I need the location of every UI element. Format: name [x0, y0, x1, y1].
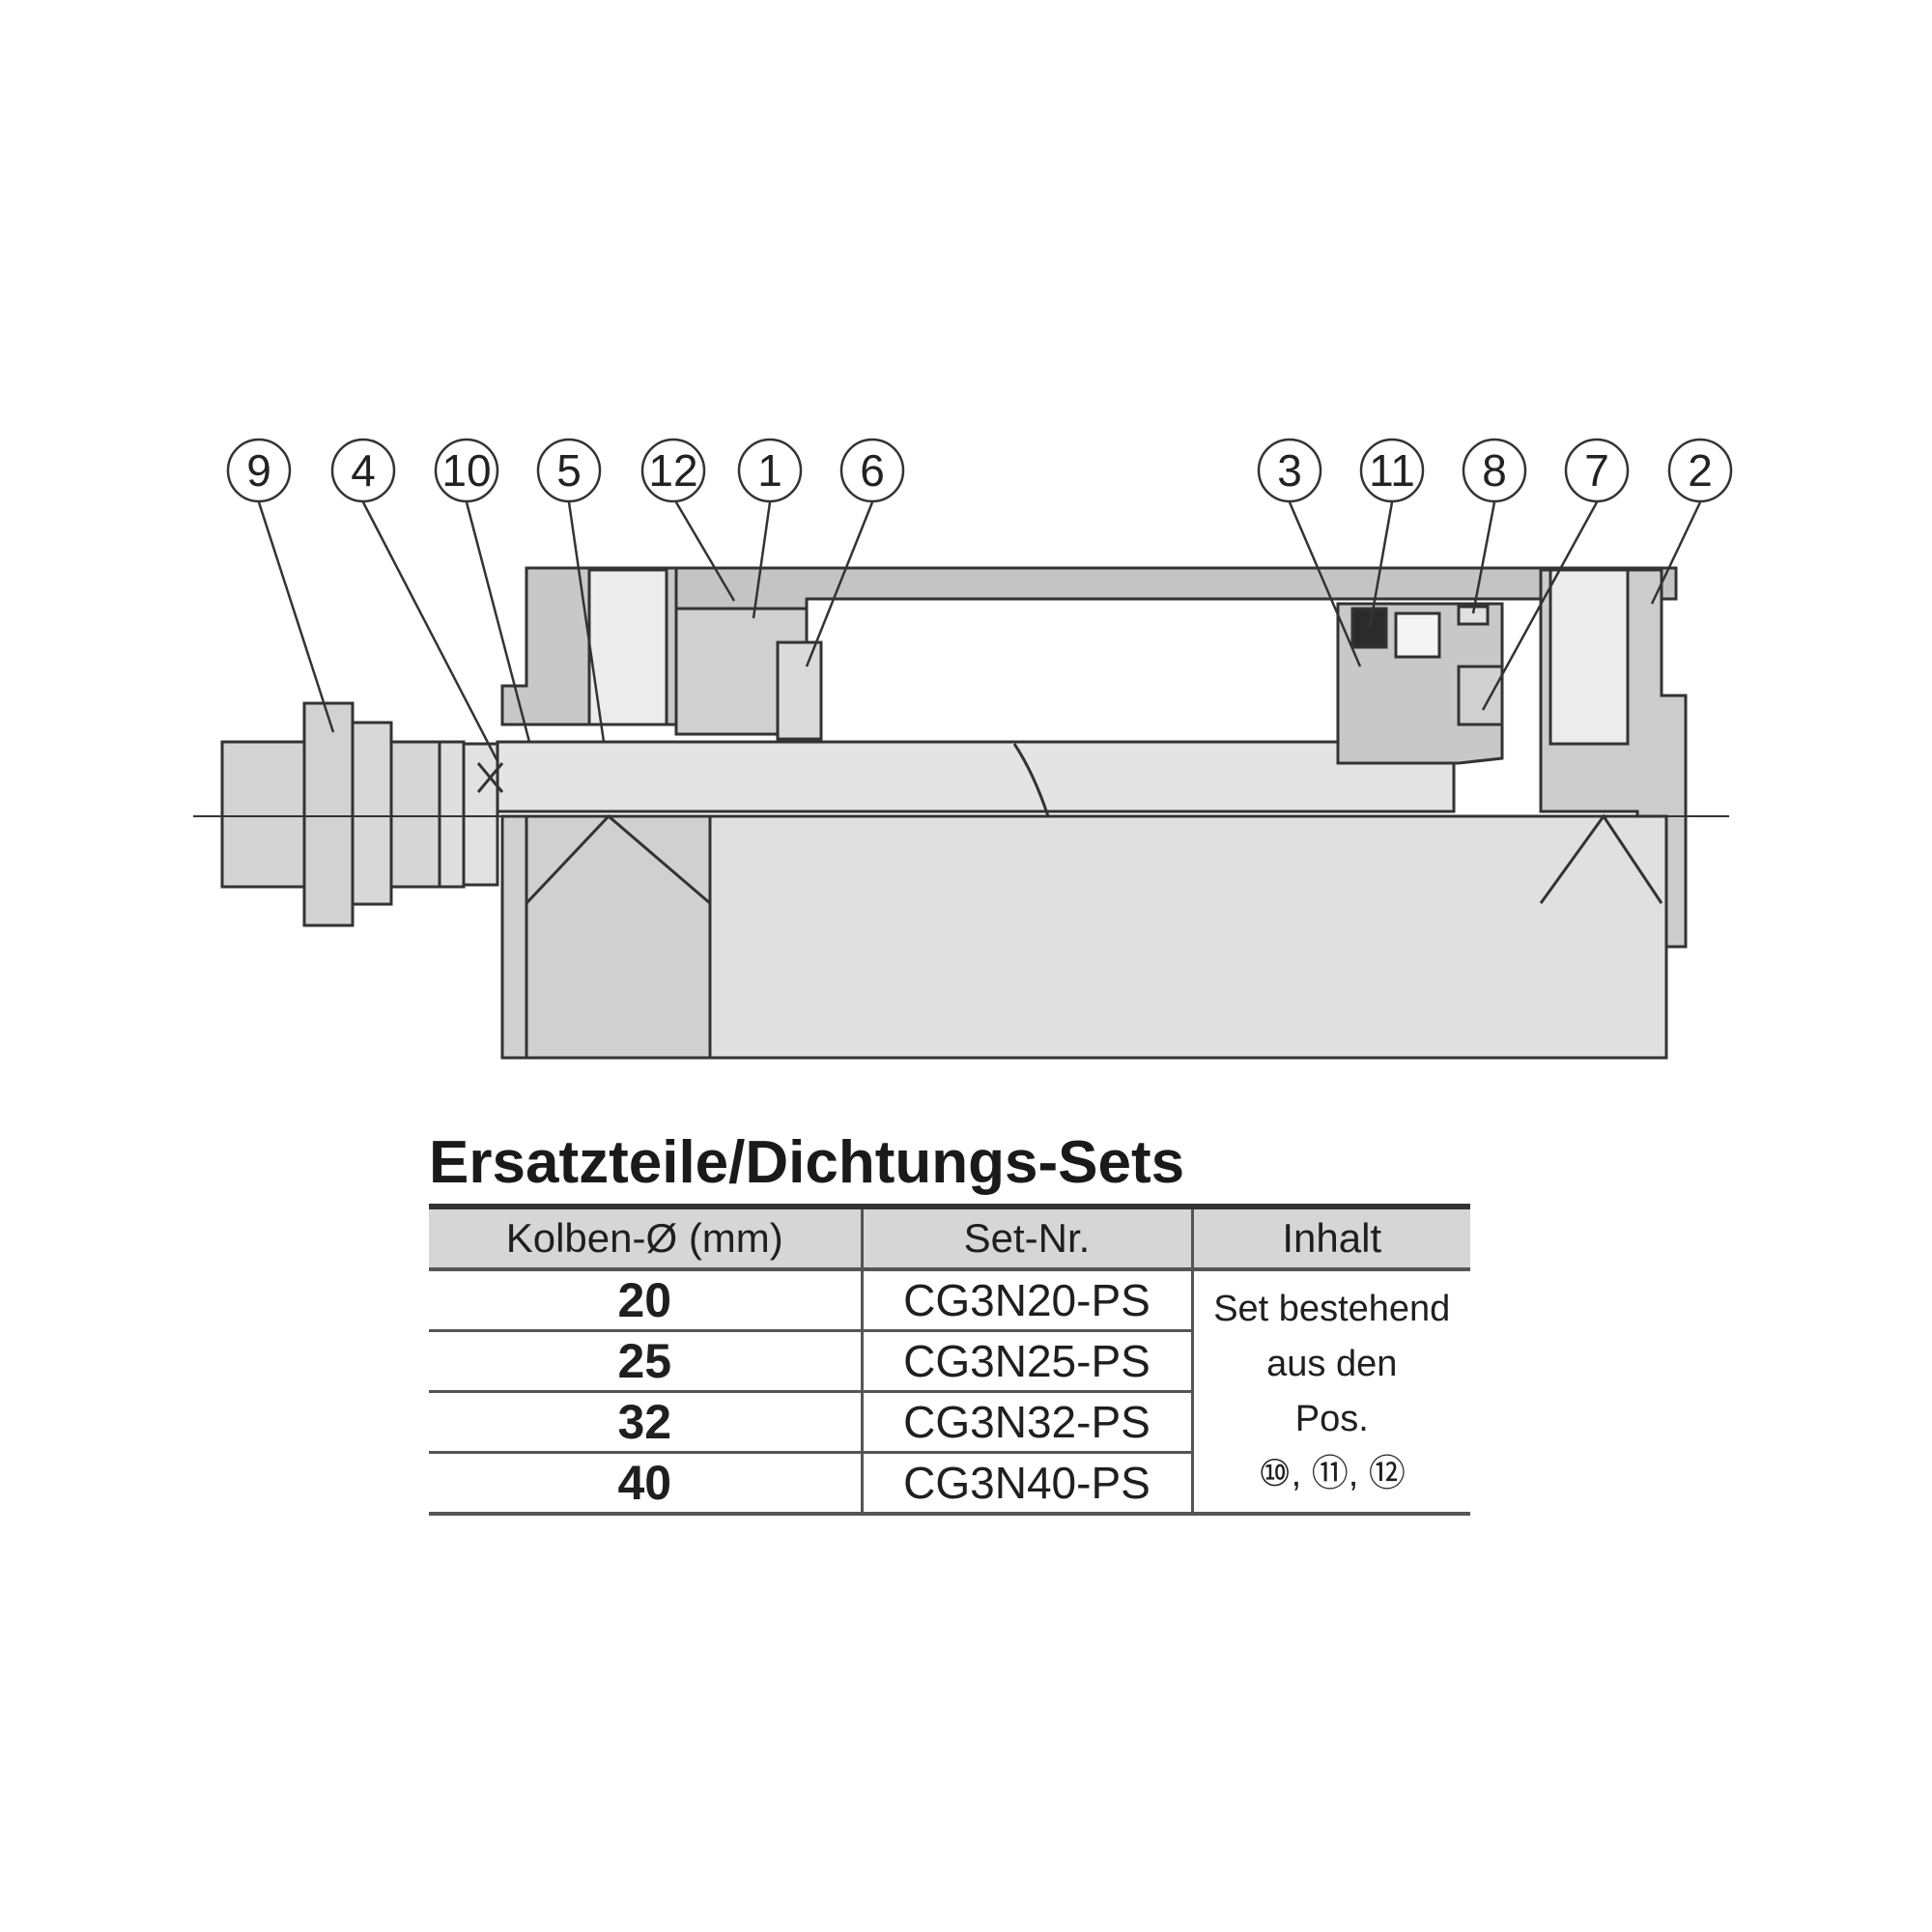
callout-10: 10	[441, 445, 491, 496]
callout-8-circle	[1462, 438, 1527, 503]
callout-12-circle	[640, 438, 706, 503]
table-row: 32 CG3N32-PS	[429, 1391, 1470, 1453]
callout-5-circle	[536, 438, 602, 503]
callout-3: 3	[1277, 445, 1302, 496]
piston-diameter-cell: 25	[617, 1334, 672, 1388]
callout-6: 6	[860, 445, 885, 496]
cylinder-body-lower	[708, 814, 1668, 1060]
leader-lines	[257, 501, 1702, 762]
callout-8: 8	[1482, 445, 1507, 496]
contents-cell: Set bestehend aus den Pos. ⑩, ⑪, ⑫	[1190, 1269, 1470, 1514]
table-header-row: Kolben-Ø (mm) Set-Nr. Inhalt	[429, 1207, 1470, 1269]
contents-line: aus den	[1266, 1343, 1398, 1384]
callout-11: 11	[1369, 445, 1415, 496]
callout-7-circle	[1564, 438, 1630, 503]
piston-rod	[496, 740, 1456, 813]
callout-10-circle	[434, 438, 499, 503]
table-row: 25 CG3N25-PS	[429, 1330, 1470, 1392]
callout-4: 4	[351, 445, 376, 496]
callout-2-circle	[1667, 438, 1733, 503]
callout-3-circle	[1257, 438, 1322, 503]
contents-line: Set bestehend	[1213, 1288, 1451, 1329]
callout-6-circle	[839, 438, 905, 503]
header-set-number: Set-Nr.	[860, 1207, 1192, 1269]
callout-1: 1	[757, 445, 782, 496]
spare-parts-table: Kolben-Ø (mm) Set-Nr. Inhalt 20 CG3N20-P…	[429, 1204, 1470, 1516]
callout-2: 2	[1688, 445, 1713, 496]
callout-4-circle	[330, 438, 396, 503]
table-title: Ersatzteile/Dichtungs-Sets	[429, 1129, 1185, 1196]
piston-diameter-cell: 40	[617, 1456, 672, 1510]
cylinder-tube	[674, 566, 1678, 611]
contents-line: Pos.	[1294, 1398, 1369, 1439]
callout-7: 7	[1584, 445, 1609, 496]
callout-1-circle	[737, 438, 803, 503]
table-row: 40 CG3N40-PS	[429, 1452, 1470, 1514]
set-number-cell: CG3N40-PS	[860, 1452, 1192, 1514]
callout-12: 12	[648, 445, 697, 496]
header-contents: Inhalt	[1190, 1207, 1470, 1269]
piston-diameter-cell: 20	[617, 1273, 672, 1327]
callout-9: 9	[246, 445, 271, 496]
callout-9-circle	[226, 438, 292, 503]
rod-end-nut	[302, 701, 355, 927]
table-row: 20 CG3N20-PS Set bestehend aus den Pos. …	[429, 1269, 1470, 1514]
set-number-cell: CG3N25-PS	[860, 1330, 1192, 1392]
rod-thread	[220, 740, 321, 889]
set-number-cell: CG3N20-PS	[860, 1269, 1192, 1331]
callout-11-circle	[1359, 438, 1425, 503]
header-piston-diameter: Kolben-Ø (mm)	[429, 1207, 862, 1269]
set-number-cell: CG3N32-PS	[860, 1391, 1192, 1453]
contents-positions: ⑩, ⑪, ⑫	[1258, 1453, 1406, 1494]
callout-5: 5	[556, 445, 582, 496]
piston-diameter-cell: 32	[617, 1395, 672, 1449]
cylinder-cross-section-drawing: 9 4 10 5 12 1 6 3 11 8 7 2	[193, 438, 1733, 1060]
